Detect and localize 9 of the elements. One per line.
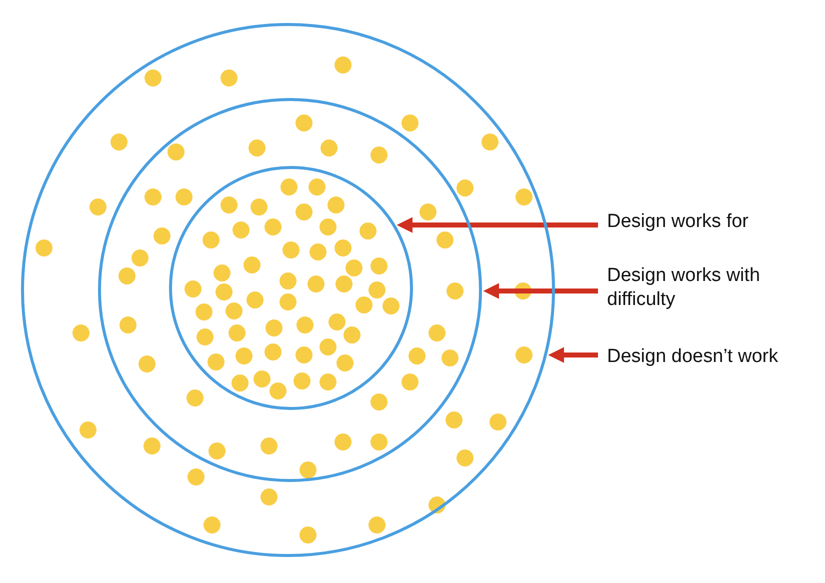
arrow — [396, 217, 598, 233]
ring-label: Design works with difficulty — [607, 264, 807, 312]
ring-circle — [98, 98, 482, 482]
arrow — [483, 283, 598, 299]
arrow — [548, 347, 598, 363]
ring-circle — [21, 23, 555, 557]
ring-label: Design works for — [607, 210, 825, 234]
ring-label: Design doesn’t work — [607, 345, 825, 369]
ring-circle — [169, 166, 413, 410]
